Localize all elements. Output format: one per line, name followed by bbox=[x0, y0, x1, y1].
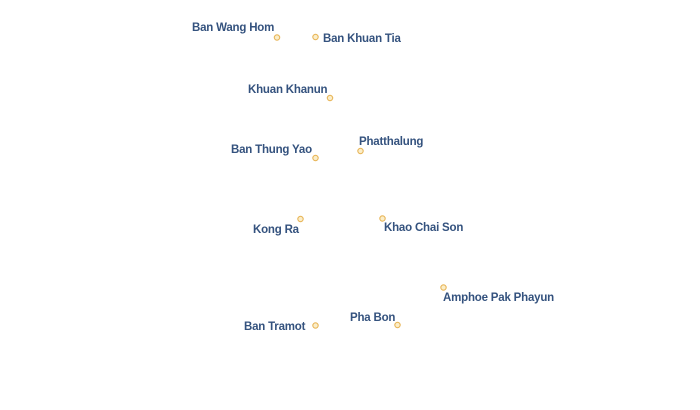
place-marker[interactable] bbox=[326, 94, 334, 102]
place-kong-ra[interactable]: Kong Ra bbox=[252, 215, 304, 238]
place-label: Phatthalung bbox=[359, 136, 423, 148]
place-marker[interactable] bbox=[357, 147, 364, 155]
place-marker[interactable] bbox=[312, 154, 319, 162]
place-ban-tramot[interactable]: Ban Tramot bbox=[243, 320, 319, 335]
place-marker[interactable] bbox=[379, 215, 386, 222]
place-phatthalung[interactable]: Phatthalung bbox=[357, 135, 425, 155]
place-marker[interactable] bbox=[394, 321, 401, 329]
place-label: Khuan Khanun bbox=[248, 84, 328, 96]
place-marker[interactable] bbox=[273, 34, 281, 41]
place-ban-wang-hom[interactable]: Ban Wang Hom bbox=[191, 21, 281, 41]
place-amphoe-pak-phayun[interactable]: Amphoe Pak Phayun bbox=[440, 284, 556, 306]
place-marker[interactable] bbox=[312, 322, 319, 329]
place-ban-thung-yao[interactable]: Ban Thung Yao bbox=[230, 143, 319, 162]
place-label: Ban Khuan Tia bbox=[323, 33, 402, 45]
place-label: Ban Wang Hom bbox=[192, 22, 274, 34]
place-label: Khao Chai Son bbox=[384, 222, 463, 234]
place-label: Ban Tramot bbox=[244, 321, 306, 333]
place-label: Amphoe Pak Phayun bbox=[443, 292, 554, 304]
place-label: Ban Thung Yao bbox=[231, 144, 312, 156]
place-marker[interactable] bbox=[440, 284, 447, 291]
place-khao-chai-son[interactable]: Khao Chai Son bbox=[379, 215, 465, 236]
place-label: Kong Ra bbox=[253, 224, 300, 236]
place-pha-bon[interactable]: Pha Bon bbox=[349, 311, 401, 329]
place-ban-khuan-tia[interactable]: Ban Khuan Tia bbox=[312, 32, 403, 47]
place-khuan-khanun[interactable]: Khuan Khanun bbox=[247, 83, 334, 102]
place-marker[interactable] bbox=[297, 215, 304, 223]
place-marker[interactable] bbox=[312, 33, 319, 41]
place-label: Pha Bon bbox=[350, 312, 395, 324]
